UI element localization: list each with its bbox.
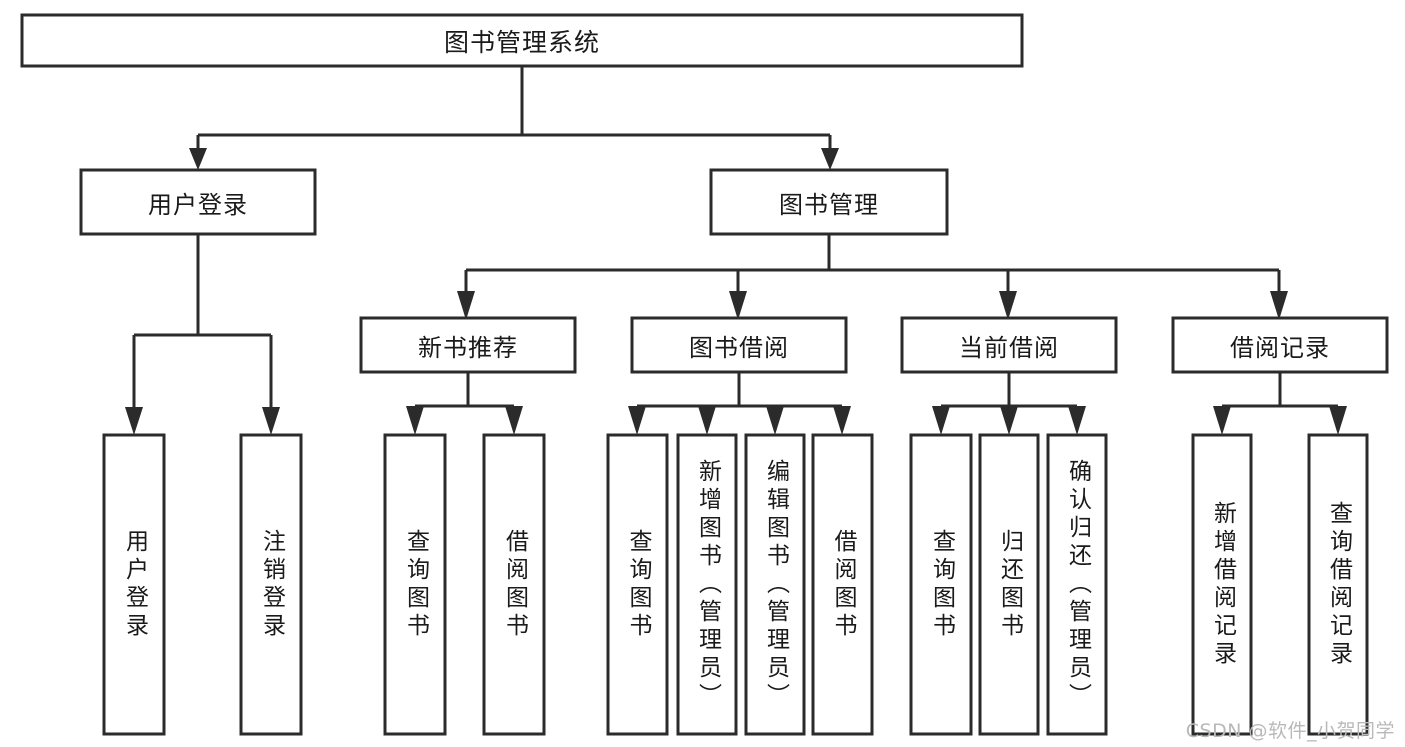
node-box-leaf-query-book-2[interactable]: [606, 433, 669, 736]
arrowhead-current-borrow: [999, 291, 1017, 320]
node-box-new-book-recommend[interactable]: [359, 316, 577, 374]
arrowhead-leaf-add-record: [1213, 406, 1231, 435]
connector-group: [125, 66, 1347, 435]
node-box-leaf-return-book[interactable]: [978, 433, 1040, 736]
node-box-leaf-query-book-3[interactable]: [909, 433, 973, 736]
node-box-leaf-add-record[interactable]: [1191, 433, 1253, 736]
arrowhead-leaf-query-record: [1329, 406, 1347, 435]
arrowhead-leaf-borrow-book-1: [505, 406, 523, 435]
arrowhead-new-book-recommend: [457, 291, 475, 320]
node-box-leaf-user-logout[interactable]: [239, 433, 303, 736]
node-box-leaf-borrow-book-2[interactable]: [811, 433, 874, 736]
node-box-borrow-record[interactable]: [1171, 316, 1389, 374]
node-box-group: [20, 13, 1389, 736]
arrowhead-leaf-query-book-1: [406, 406, 424, 435]
arrowhead-leaf-confirm-return: [1068, 406, 1086, 435]
csdn-watermark: CSDN @软件_小贺同学: [1185, 720, 1395, 742]
arrowhead-leaf-query-book-2: [628, 406, 646, 435]
node-box-book-manage[interactable]: [709, 168, 949, 236]
arrowhead-leaf-return-book: [1000, 406, 1018, 435]
node-box-book-borrow[interactable]: [630, 316, 848, 374]
node-box-leaf-user-login[interactable]: [102, 433, 166, 736]
node-box-user-login[interactable]: [79, 168, 317, 236]
arrowhead-leaf-user-login: [125, 407, 143, 435]
arrowhead-book-manage: [821, 148, 839, 170]
arrowhead-leaf-borrow-book-2: [833, 406, 851, 435]
node-box-leaf-query-record[interactable]: [1307, 433, 1369, 736]
arrowhead-user-login: [189, 148, 207, 170]
node-box-leaf-add-book[interactable]: [676, 433, 738, 736]
arrowhead-borrow-record: [1270, 291, 1288, 320]
node-box-leaf-query-book-1[interactable]: [383, 433, 447, 736]
arrowhead-leaf-add-book: [698, 406, 716, 435]
node-box-current-borrow[interactable]: [900, 316, 1118, 374]
arrowhead-leaf-query-book-3: [932, 406, 950, 435]
node-box-leaf-borrow-book-1[interactable]: [482, 433, 546, 736]
node-box-root[interactable]: [20, 13, 1024, 68]
node-box-leaf-confirm-return[interactable]: [1046, 433, 1108, 736]
arrowhead-leaf-user-logout: [262, 407, 280, 435]
node-box-leaf-edit-book[interactable]: [744, 433, 806, 736]
arrowhead-book-borrow: [729, 291, 747, 320]
arrowhead-leaf-edit-book: [766, 406, 784, 435]
